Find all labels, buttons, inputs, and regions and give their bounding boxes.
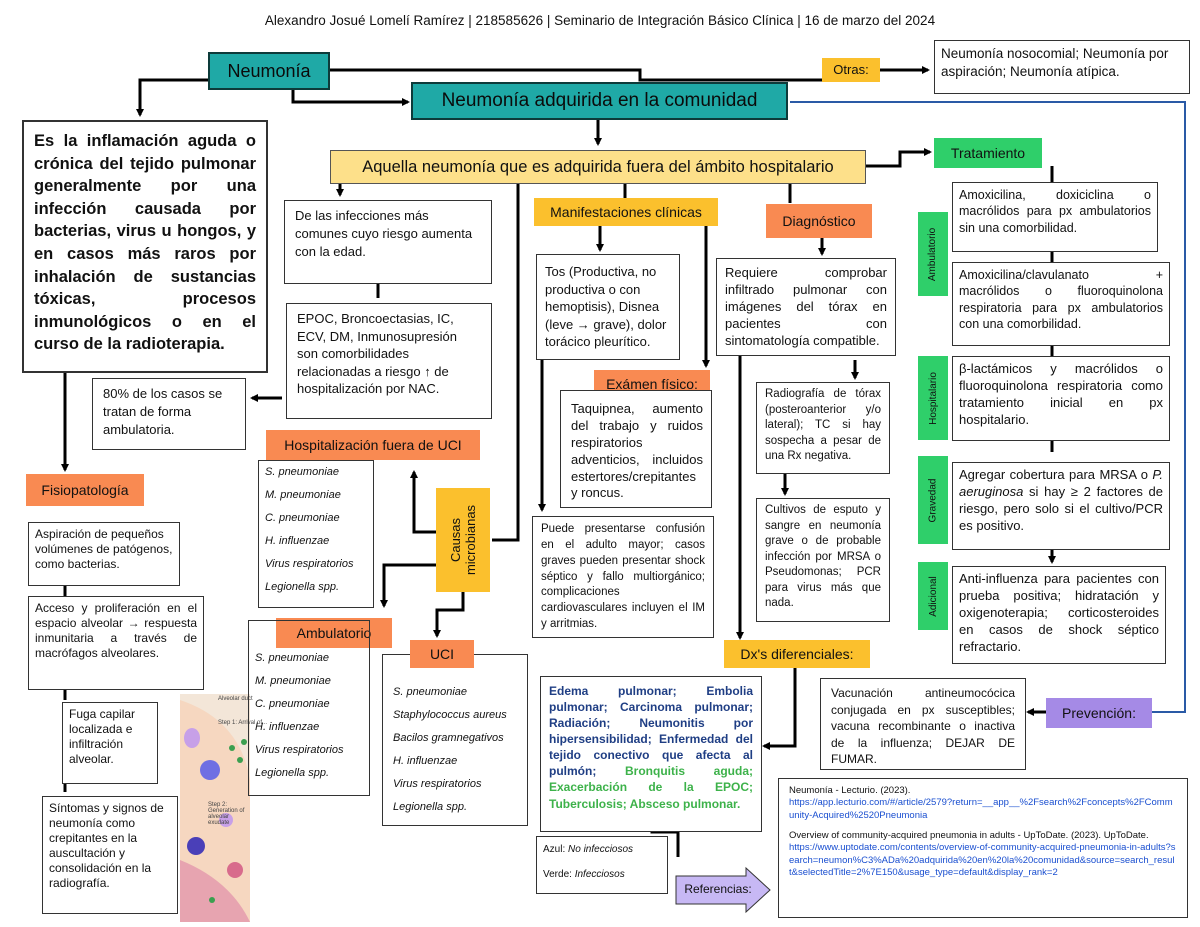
page-header: Alexandro Josué Lomelí Ramírez | 2185856… xyxy=(264,13,936,28)
fisio-step-2: Acceso y proliferación en el espacio alv… xyxy=(28,596,204,690)
ref-2: Overview of community-acquired pneumonia… xyxy=(789,830,1149,842)
otras-label: Otras: xyxy=(822,58,880,82)
tag-ambulatorio: Ambulatorio xyxy=(918,212,948,296)
trat-gravedad: Agregar cobertura para MRSA o P. aerugin… xyxy=(952,462,1170,550)
fisio-step-4: Síntomas y signos de neumonía como crepi… xyxy=(42,796,178,914)
leyenda-azul-label: Azul: xyxy=(543,844,566,855)
leyenda-verde-label: Verde: xyxy=(543,869,572,880)
diagnostico-label: Diagnóstico xyxy=(766,204,872,238)
trat-amb-2: Amoxicilina/clavulanato + macrólidos o f… xyxy=(952,262,1170,346)
illustration-label-3: Step 2: Generation of alveolar exudate xyxy=(208,802,245,826)
list-item: S. pneumoniae xyxy=(255,652,329,664)
list-item: Legionella spp. xyxy=(265,581,340,593)
ambulatorio-label: Ambulatorio xyxy=(276,618,392,648)
list-item: Staphylococcus aureus xyxy=(393,709,507,721)
tag-adicional: Adicional xyxy=(918,562,948,630)
uci-label: UCI xyxy=(410,640,474,668)
list-item: C. pneumoniae xyxy=(265,512,340,524)
uci-list: S. pneumoniae Staphylococcus aureus Baci… xyxy=(382,654,528,826)
tag-gravedad: Gravedad xyxy=(918,456,948,544)
causas-microbianas: Causas microbianas xyxy=(436,488,490,592)
list-item: Legionella spp. xyxy=(393,801,468,813)
trat-hosp: β-lactámicos y macrólidos o fluoroquinol… xyxy=(952,356,1170,441)
list-item: Virus respiratorios xyxy=(393,778,482,790)
leyenda-verde: Infecciosos xyxy=(574,869,625,880)
ref-1-link[interactable]: https://app.lecturio.com/#/article/2579?… xyxy=(789,797,1173,821)
hosp-fuera-uci-label: Hospitalización fuera de UCI xyxy=(266,430,480,460)
manifestaciones-label: Manifestaciones clínicas xyxy=(534,198,718,226)
fisio-step-1: Aspiración de pequeños volúmenes de pató… xyxy=(28,522,180,586)
dx-no-infecciosos: Edema pulmonar; Embolia pulmonar; Carcin… xyxy=(549,684,753,779)
list-item: S. pneumoniae xyxy=(265,466,339,478)
list-item: M. pneumoniae xyxy=(255,675,331,687)
referencias-box: Neumonía - Lecturio. (2023). https://app… xyxy=(778,778,1188,918)
manifestaciones-box: Tos (Productiva, no productiva o con hem… xyxy=(536,254,680,360)
list-item: S. pneumoniae xyxy=(393,686,467,698)
list-item: Bacilos gramnegativos xyxy=(393,732,504,744)
concepto-box: Es la inflamación aguda o crónica del te… xyxy=(22,120,268,373)
leyenda-azul: No infecciosos xyxy=(568,844,634,855)
confusion-box: Puede presentarse confusión en el adulto… xyxy=(532,516,714,638)
list-item: Legionella spp. xyxy=(255,767,330,779)
diagnostico-box: Requiere comprobar infiltrado pulmonar c… xyxy=(716,258,896,356)
dx-infecciosos: Bronquitis aguda; Exacerbación de la EPO… xyxy=(549,764,753,811)
list-item: H. influenzae xyxy=(393,755,458,767)
list-item: Virus respiratorios xyxy=(255,744,344,756)
cultivos-box: Cultivos de esputo y sangre en neumonía … xyxy=(756,498,890,622)
fisiopatologia-label: Fisiopatología xyxy=(26,474,144,506)
comorbilidades-box: EPOC, Broncoectasias, IC, ECV, DM, Inmun… xyxy=(286,303,492,419)
list-item: Virus respiratorios xyxy=(265,558,354,570)
tratamiento-label: Tratamiento xyxy=(934,138,1042,168)
neumonia-title: Neumonía xyxy=(208,52,330,90)
fisio-step-3: Fuga capilar localizada e infiltración a… xyxy=(62,702,158,784)
otras-box: Neumonía nosocomial; Neumonía por aspira… xyxy=(934,40,1190,94)
illustration-label-1: Alveolar duct xyxy=(218,696,253,702)
radiografia-box: Radiografía de tórax (posteroanterior y/… xyxy=(756,382,890,474)
examen-box: Taquipnea, aumento del trabajo y ruidos … xyxy=(560,390,712,508)
list-item: C. pneumoniae xyxy=(255,698,330,710)
trat-adicional: Anti-influenza para pacientes con prueba… xyxy=(952,566,1166,664)
hosp-fuera-uci-list: S. pneumoniae M. pneumoniae C. pneumonia… xyxy=(258,460,374,608)
list-item: H. influenzae xyxy=(265,535,330,547)
dx-diferenciales-label: Dx's diferenciales: xyxy=(724,640,870,668)
list-item: M. pneumoniae xyxy=(265,489,341,501)
ref-1: Neumonía - Lecturio. (2023). xyxy=(789,785,911,796)
illustration-label-2: Step 1: Arrival of... xyxy=(218,720,268,726)
tag-hospitalario: Hospitalario xyxy=(918,356,948,440)
referencias-arrow: Referencias: xyxy=(674,866,772,914)
nac-title: Neumonía adquirida en la comunidad xyxy=(411,82,788,120)
alveolus-illustration xyxy=(180,694,250,922)
prevencion-label: Prevención: xyxy=(1046,698,1152,728)
definicion-box: Aquella neumonía que es adquirida fuera … xyxy=(330,150,866,184)
trat-amb-1: Amoxicilina, doxiciclina o macrólidos pa… xyxy=(952,182,1158,252)
referencias-label: Referencias: xyxy=(684,882,752,896)
edad-box: De las infecciones más comunes cuyo ries… xyxy=(284,200,492,284)
prevencion-box: Vacunación antineumocócica conjugada en … xyxy=(820,678,1026,770)
ambulatoria-box: 80% de los casos se tratan de forma ambu… xyxy=(92,378,246,450)
dx-diferenciales-box: Edema pulmonar; Embolia pulmonar; Carcin… xyxy=(540,676,762,832)
ambulatorio-list: S. pneumoniae M. pneumoniae C. pneumonia… xyxy=(248,620,370,796)
ref-2-link[interactable]: https://www.uptodate.com/contents/overvi… xyxy=(789,842,1176,879)
leyenda-box: Azul: No infecciosos Verde: Infecciosos xyxy=(536,836,668,894)
list-item: H. influenzae xyxy=(255,721,320,733)
